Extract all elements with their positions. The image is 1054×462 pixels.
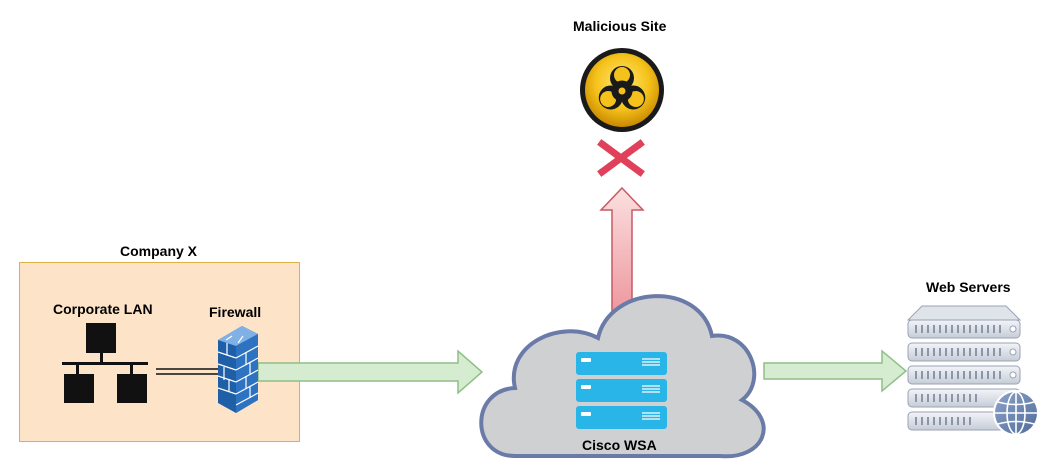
- web-servers-icon: [906, 305, 1039, 436]
- web-servers-label: Web Servers: [926, 279, 1011, 295]
- cisco-wsa-label: Cisco WSA: [582, 437, 657, 453]
- company-label: Company X: [120, 243, 198, 259]
- firewall-label: Firewall: [209, 304, 262, 320]
- lan-firewall-link: [156, 368, 218, 375]
- biohazard-icon: [580, 48, 664, 132]
- corporate-lan-label: Corporate LAN: [53, 301, 153, 317]
- proxy-server-stack-icon: [576, 352, 667, 429]
- flow-arrow-to-web-servers: [763, 349, 908, 393]
- globe-icon: [993, 390, 1039, 436]
- network-topology-icon: [62, 323, 148, 403]
- blocked-x-icon: [597, 139, 645, 177]
- malicious-site-label: Malicious Site: [573, 18, 667, 34]
- flow-arrow-to-proxy: [257, 349, 484, 395]
- brick-firewall-icon: [217, 326, 259, 413]
- cloud-shape: [479, 294, 766, 459]
